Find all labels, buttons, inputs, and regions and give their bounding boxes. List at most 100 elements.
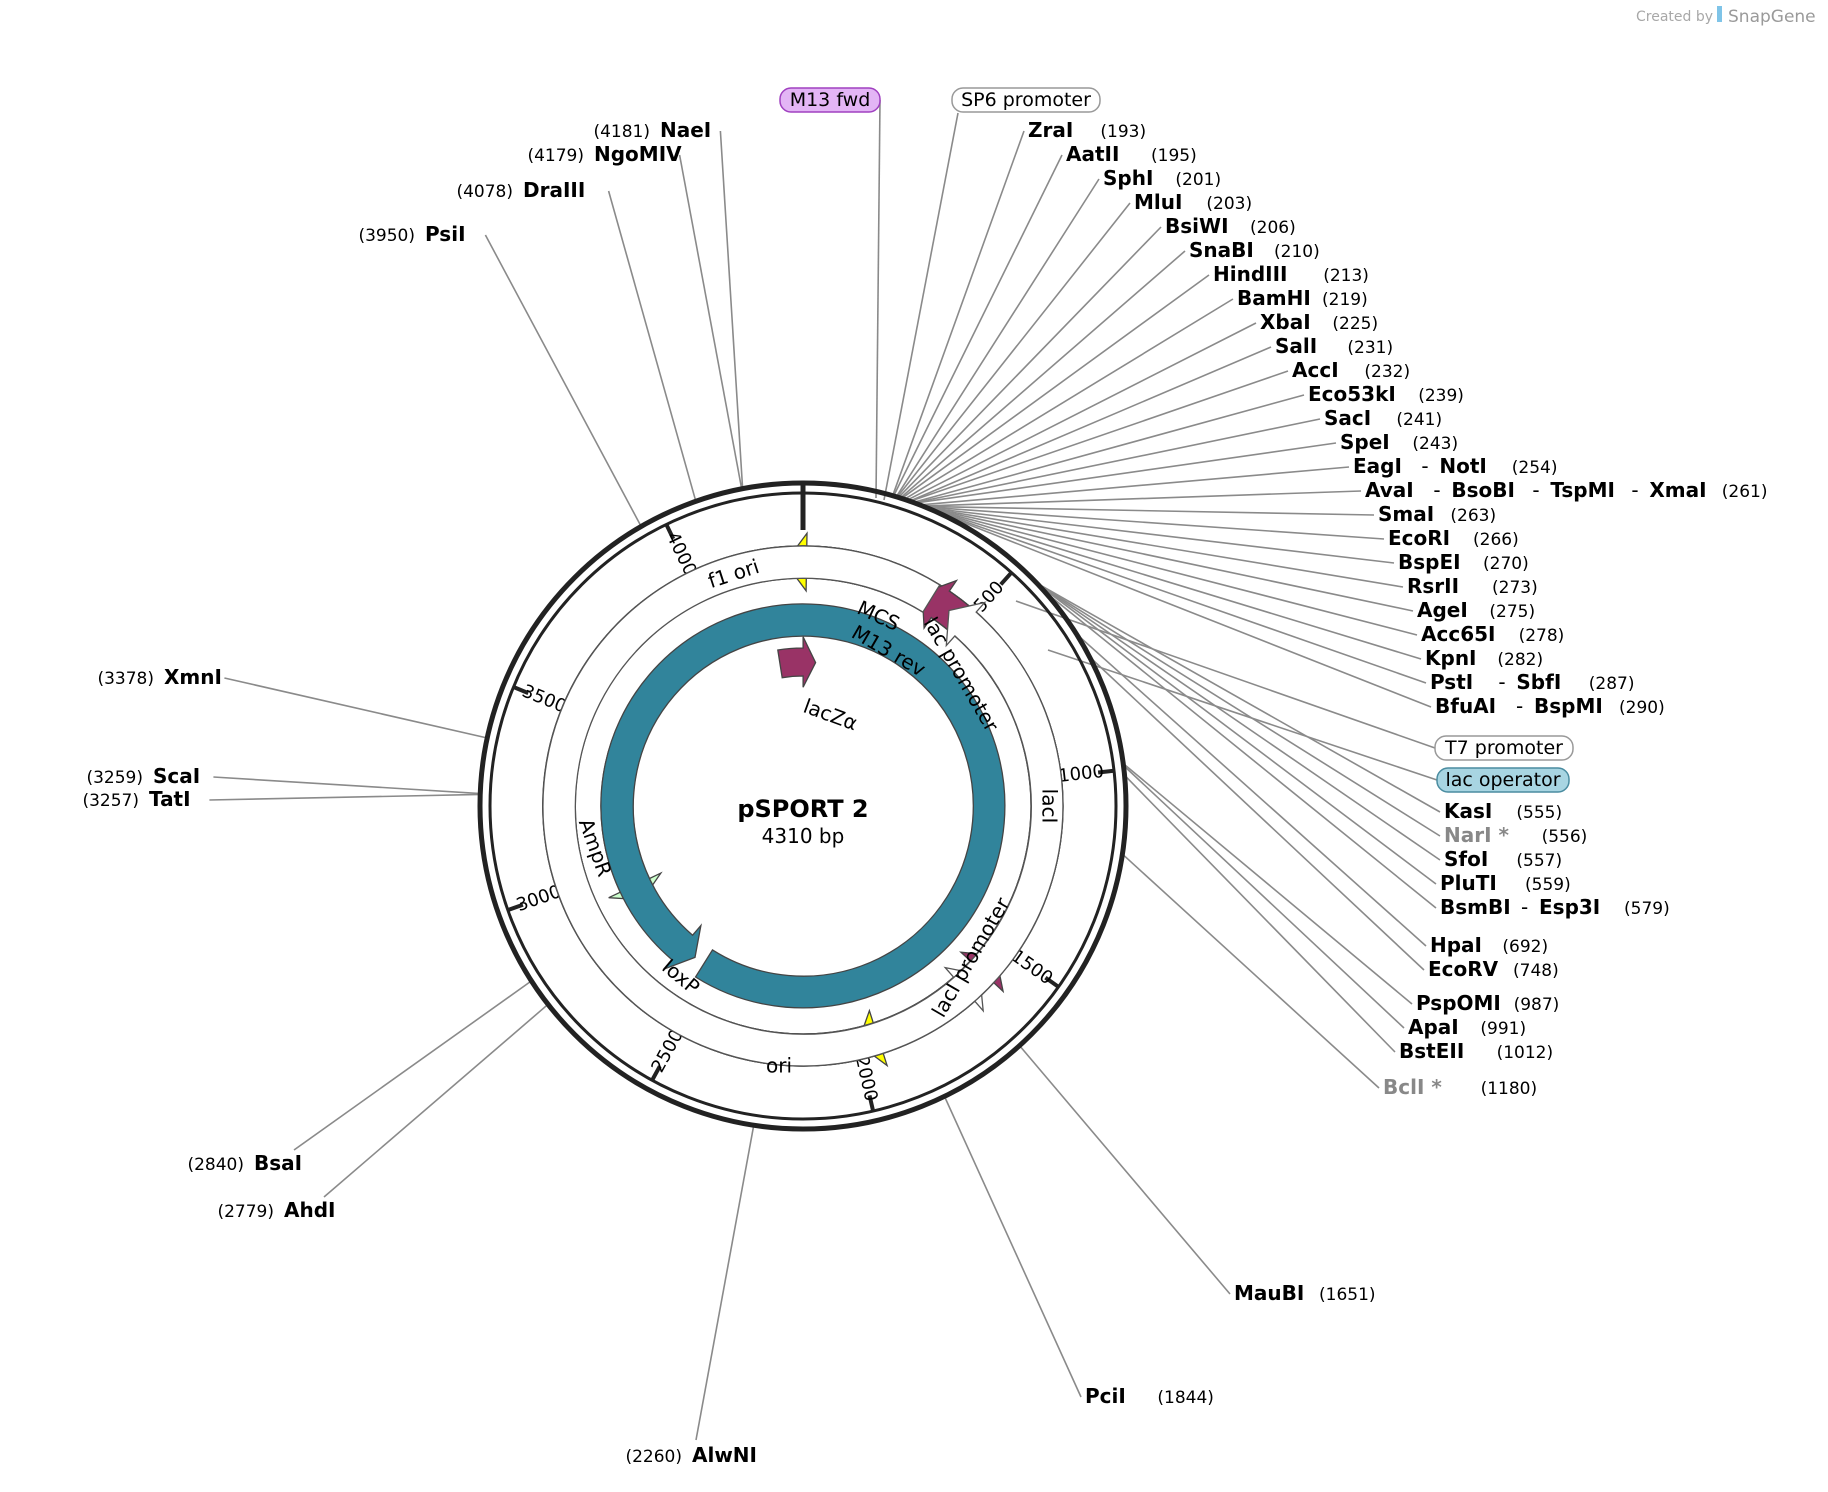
- enzyme-leader: [293, 980, 532, 1151]
- enzyme-leader: [925, 506, 1385, 540]
- enzyme-name: PstI: [1430, 670, 1473, 694]
- enzyme-name: BsoBI: [1451, 478, 1515, 502]
- enzyme-name: SmaI: [1378, 502, 1434, 526]
- enzyme-leader: [209, 793, 481, 801]
- enzyme-leader: [1036, 582, 1441, 837]
- enzyme-leader: [607, 190, 697, 502]
- enzyme-name: SacI: [1324, 406, 1371, 430]
- enzyme-name: Eco53kI: [1308, 382, 1396, 406]
- enzyme-leader: [935, 510, 1432, 708]
- enzyme-leader: [896, 202, 1131, 498]
- feature-label-ori: ori: [766, 1054, 792, 1078]
- enzyme-position: (3259): [86, 768, 143, 788]
- enzyme-leader: [909, 370, 1289, 503]
- primer-leader: [883, 112, 959, 501]
- enzyme-name: BspEI: [1398, 550, 1461, 574]
- enzyme-position: (210): [1274, 242, 1320, 262]
- enzyme-name: RsrII: [1407, 574, 1459, 598]
- enzyme-leader: [899, 250, 1186, 499]
- enzyme-position: (2260): [625, 1447, 682, 1467]
- enzyme-position: (195): [1151, 146, 1197, 166]
- enzyme-position: (241): [1396, 410, 1442, 430]
- enzyme-leader: [931, 509, 1422, 660]
- enzyme-leader: [930, 508, 1418, 636]
- enzyme-name: EcoRI: [1388, 526, 1450, 550]
- enzyme-name: PciI: [1085, 1384, 1126, 1408]
- enzyme-name: NaeI: [660, 118, 711, 142]
- enzyme-leader: [928, 507, 1404, 588]
- enzyme-leader: [923, 505, 1375, 516]
- tick-mark: [999, 571, 1013, 586]
- enzyme-position: (254): [1512, 458, 1558, 478]
- tick-mark: [1097, 768, 1115, 775]
- enzyme-position: (243): [1412, 434, 1458, 454]
- enzyme-position: (213): [1323, 266, 1369, 286]
- enzyme-leader: [906, 322, 1257, 501]
- leader-lines: [209, 99, 1441, 1441]
- enzyme-position: (231): [1347, 338, 1393, 358]
- enzyme-leader: [213, 776, 481, 795]
- enzyme-dash: -: [1516, 694, 1523, 718]
- enzyme-name: PspOMI: [1416, 991, 1501, 1015]
- enzyme-leader: [1036, 583, 1441, 861]
- enzyme-leader: [933, 510, 1427, 684]
- enzyme-name: BclI *: [1383, 1075, 1442, 1099]
- snapgene-logo-icon: [1717, 6, 1722, 22]
- enzyme-name: NarI *: [1444, 823, 1510, 847]
- primer-leader: [1047, 649, 1438, 781]
- enzyme-position: (1844): [1157, 1388, 1214, 1408]
- enzyme-leader: [895, 178, 1100, 498]
- enzyme-position: (261): [1722, 482, 1768, 502]
- enzyme-name: PluTI: [1440, 871, 1497, 895]
- tick-mark: [512, 685, 530, 695]
- enzyme-position: (219): [1322, 290, 1368, 310]
- enzyme-leader: [892, 154, 1063, 497]
- enzyme-name: BsmBI: [1440, 895, 1511, 919]
- enzyme-position: (4078): [456, 182, 513, 202]
- enzyme-name: KasI: [1444, 799, 1492, 823]
- enzyme-name: HpaI: [1430, 933, 1482, 957]
- enzyme-name: ApaI: [1408, 1015, 1459, 1039]
- enzyme-name: SalI: [1275, 334, 1317, 358]
- enzyme-name: NotI: [1439, 454, 1486, 478]
- enzyme-position: (3378): [97, 669, 154, 689]
- enzyme-position: (1012): [1497, 1043, 1554, 1063]
- enzyme-position: (557): [1516, 851, 1562, 871]
- enzyme-leader: [891, 130, 1025, 496]
- enzyme-name: XmnI: [164, 665, 222, 689]
- enzyme-leader: [903, 298, 1234, 501]
- primer-label: lac operator: [1445, 769, 1560, 791]
- enzyme-name: Esp3I: [1539, 895, 1600, 919]
- enzyme-name: SbfI: [1516, 670, 1561, 694]
- enzyme-position: (225): [1332, 314, 1378, 334]
- feature-label-lacza: lacZα: [800, 694, 861, 736]
- enzyme-position: (201): [1175, 170, 1221, 190]
- primer-box: [951, 87, 1101, 113]
- feature-lacza-arrow: [777, 636, 817, 688]
- enzyme-position: (1180): [1481, 1079, 1538, 1099]
- primer-label: M13 fwd: [790, 89, 871, 111]
- enzyme-leader: [1018, 1045, 1231, 1295]
- enzyme-position: (4179): [527, 146, 584, 166]
- enzyme-leader: [678, 154, 743, 490]
- enzyme-position: (2840): [187, 1155, 244, 1175]
- feature-label-laci: lacI: [1038, 789, 1062, 824]
- enzyme-name: ZraI: [1028, 118, 1073, 142]
- enzyme-leader: [901, 274, 1210, 500]
- credit-prefix: Created by: [1636, 9, 1713, 25]
- enzyme-position: (275): [1489, 602, 1535, 622]
- enzyme-name: SnaBI: [1189, 238, 1254, 262]
- tick-mark: [867, 1095, 876, 1112]
- enzyme-leader: [914, 442, 1337, 504]
- enzyme-name: Acc65I: [1421, 622, 1495, 646]
- enzyme-position: (991): [1480, 1019, 1526, 1039]
- primer-labels: M13 fwd SP6 promoter T7 promoter lac operat…: [779, 87, 1574, 793]
- enzyme-position: (273): [1492, 578, 1538, 598]
- primer-label: SP6 promoter: [961, 89, 1091, 111]
- enzyme-name: BsiWI: [1165, 214, 1229, 238]
- enzyme-leader: [323, 1003, 549, 1198]
- enzyme-leader: [1036, 582, 1441, 813]
- primer-label: T7 promoter: [1444, 737, 1563, 759]
- enzyme-name: TatI: [149, 787, 191, 811]
